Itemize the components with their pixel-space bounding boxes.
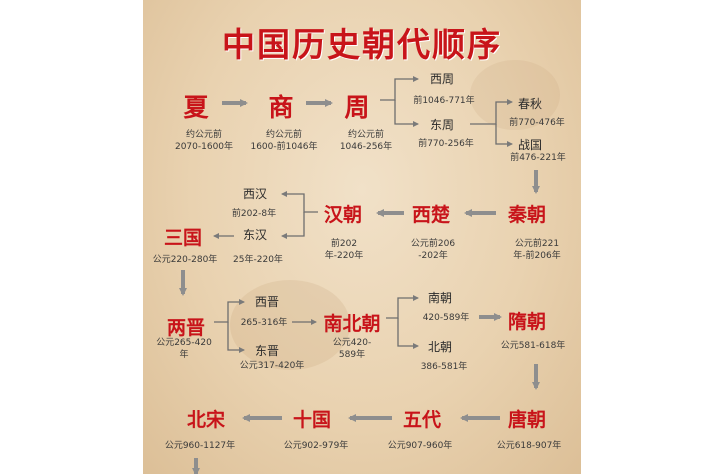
date-xizhou: 前1046-771年 [413,96,475,106]
dynasty-zhanguo: 战国 [517,138,543,152]
dynasty-nanchao: 南朝 [427,291,453,305]
bracket-connector [214,299,245,323]
paper-stain [470,60,560,130]
date-shiguo: 公元902-979年 [283,441,349,451]
dynasty-xihan: 西汉 [242,187,268,201]
dynasty-chunqiu: 春秋 [517,97,543,111]
date-nanbeichao: 公元420-589年 [332,338,372,360]
date-nanchao: 420-589年 [422,313,470,323]
date-dongjin: 公元317-420年 [239,361,305,371]
dynasty-xijin: 西晋 [254,295,280,309]
date-xijin: 265-316年 [240,318,288,328]
dynasty-han: 汉朝 [323,204,363,226]
date-beichao: 386-581年 [420,362,468,372]
diagram-title: 中国历史朝代顺序 [222,25,502,64]
bracket-connector [281,191,318,213]
bracket-connector [470,99,513,125]
dynasty-dongjin: 东晋 [254,344,280,358]
dynasty-nanbeichao: 南北朝 [323,313,381,335]
dynasty-donghan: 东汉 [242,228,268,242]
date-dongzhou: 前770-256年 [418,139,474,149]
date-beisong: 公元960-1127年 [164,441,236,451]
dynasty-sui: 隋朝 [507,311,547,333]
date-xihan: 前202-8年 [231,209,277,219]
dynasty-xizhou: 西周 [429,72,455,86]
date-wudai: 公元907-960年 [387,441,453,451]
bracket-connector [397,318,419,349]
date-zhanguo: 前476-221年 [510,153,566,163]
left-margin [0,0,143,474]
date-donghan: 25年-220年 [233,255,283,265]
bracket-connector [380,76,419,101]
dynasty-liangjin: 两晋 [166,317,206,339]
bracket-connector [386,295,419,319]
bracket-connector [394,100,419,127]
date-chunqiu: 前770-476年 [509,118,565,128]
dynasty-shang: 商 [268,93,294,122]
dynasty-qin: 秦朝 [507,204,547,226]
dynasty-xia: 夏 [183,93,209,122]
dynasty-tang: 唐朝 [507,409,547,431]
date-sui: 公元581-618年 [500,341,566,351]
dynasty-zhou: 周 [344,93,370,122]
dynasty-shiguo: 十国 [292,409,332,431]
right-margin [581,0,724,474]
dynasty-dongzhou: 东周 [429,118,455,132]
dynasty-beichao: 北朝 [427,340,453,354]
date-tang: 公元618-907年 [496,441,562,451]
dynasty-beisong: 北宋 [186,409,226,431]
bracket-connector [495,124,513,147]
date-xichu: 公元前206-202年 [410,239,456,261]
dynasty-sanguo: 三国 [163,227,203,249]
date-sanguo: 公元220-280年 [152,255,218,265]
bracket-connector [281,212,305,239]
dynasty-xichu: 西楚 [411,204,451,226]
dynasty-wudai: 五代 [402,409,442,431]
paper-stain [230,280,350,370]
bracket-connector [227,322,245,353]
